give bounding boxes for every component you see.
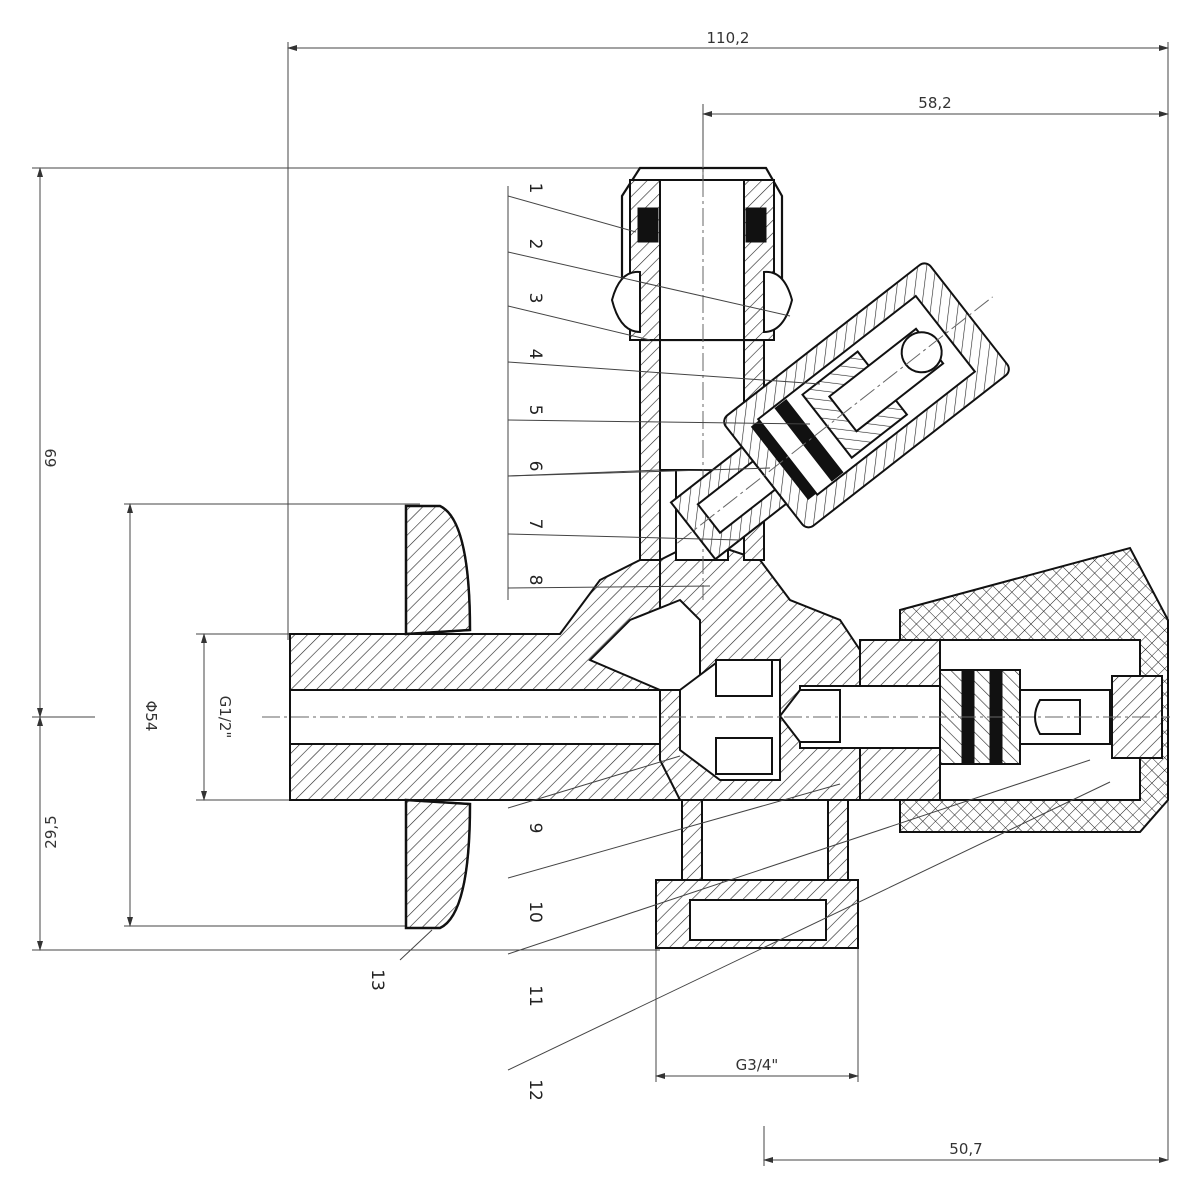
part-label-11: 11 (525, 985, 545, 1007)
dimension-handle-offset: 50,7 (763, 1126, 1169, 1166)
overall-width-label: 110,2 (707, 29, 750, 47)
part-label-12: 12 (525, 1079, 545, 1101)
dimension-lower-height: 29,5 (37, 716, 60, 951)
top-cap-assembly (610, 150, 794, 600)
lower-height-label: 29,5 (42, 815, 60, 848)
flange-diameter-label: Φ54 (142, 701, 160, 732)
dimension-overall-width: 110,2 (287, 29, 1169, 1160)
part-label-1: 1 (525, 183, 545, 194)
top-width-label: 58,2 (918, 94, 951, 112)
handle-assembly (262, 546, 1170, 833)
part-label-6: 6 (525, 461, 545, 472)
part-label-4: 4 (525, 349, 545, 360)
dimension-inlet-thread: G1/2" (196, 633, 290, 801)
part-label-13: 13 (367, 969, 387, 991)
part-label-9: 9 (525, 823, 545, 834)
part-label-3: 3 (525, 293, 545, 304)
leader-lines (399, 186, 1111, 1071)
angled-cap-assembly (669, 262, 1010, 561)
dimension-overall-height: 69 (32, 167, 660, 951)
part-numbers: 1 2 3 4 5 6 7 8 9 10 11 12 13 (367, 183, 545, 1101)
wall-flange (404, 504, 472, 930)
part-label-5: 5 (525, 405, 545, 416)
part-label-10: 10 (525, 901, 545, 923)
part-label-2: 2 (525, 239, 545, 250)
inlet-thread-label: G1/2" (216, 696, 234, 739)
outlet-thread-label: G3/4" (736, 1056, 779, 1074)
part-label-7: 7 (525, 519, 545, 530)
part-label-8: 8 (525, 575, 545, 586)
dimension-flange-diameter: Φ54 (124, 503, 420, 927)
overall-height-label: 69 (42, 448, 60, 467)
handle-offset-label: 50,7 (949, 1140, 982, 1158)
